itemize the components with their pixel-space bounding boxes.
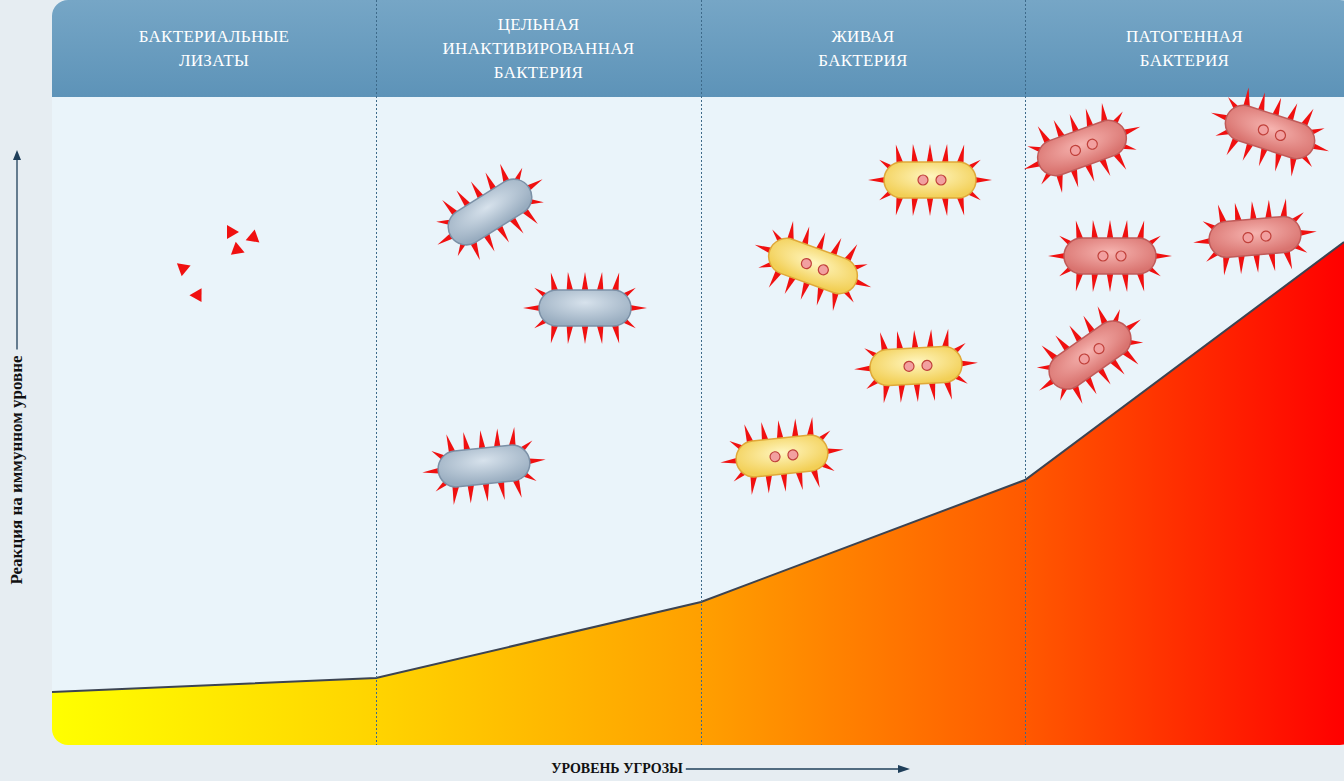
bacterium — [1190, 196, 1320, 279]
column-heading: ЦЕЛЬНАЯ ИНАКТИВИРОВАННАЯ БАКТЕРИЯ — [439, 13, 639, 85]
lysate-fragment — [246, 229, 264, 247]
x-axis-label: УРОВЕНЬ УГРОЗЫ — [551, 761, 683, 777]
column-heading: ПАТОГЕННАЯ БАКТЕРИЯ — [1115, 25, 1255, 73]
lysate-fragment — [189, 288, 207, 305]
bacterium — [1200, 79, 1340, 186]
y-axis-label: Реакция на иммунном уровне — [7, 355, 27, 584]
bacterium — [1048, 220, 1172, 292]
bacterium — [523, 272, 647, 344]
bacterium — [742, 211, 883, 321]
column-heading: БАКТЕРИАЛЬНЫЕ ЛИЗАТЫ — [124, 25, 304, 73]
axis-arrows — [13, 150, 910, 773]
column-band: ЖИВАЯ БАКТЕРИЯ — [701, 0, 1025, 745]
bacterium — [852, 327, 980, 405]
lysate-fragment — [227, 225, 239, 239]
bacterium — [418, 149, 561, 276]
header-band — [52, 0, 1344, 97]
response-line — [52, 242, 1344, 692]
column-band: БАКТЕРИАЛЬНЫЕ ЛИЗАТЫ — [52, 0, 376, 745]
column-dividers — [377, 0, 1026, 745]
bacterium — [717, 414, 848, 499]
column-band: ЦЕЛЬНАЯ ИНАКТИВИРОВАННАЯ БАКТЕРИЯ — [376, 0, 701, 745]
response-area — [52, 242, 1344, 745]
bacteria — [177, 79, 1340, 509]
bacterium — [1019, 290, 1162, 420]
panel — [52, 0, 1344, 745]
bacterium — [1011, 93, 1152, 203]
lysate-fragment — [231, 242, 247, 259]
column-band: ПАТОГЕННАЯ БАКТЕРИЯ — [1025, 0, 1344, 745]
column-heading: ЖИВАЯ БАКТЕРИЯ — [803, 25, 923, 73]
bacterium — [419, 424, 550, 509]
lysate-fragment — [177, 259, 193, 276]
bacterium — [868, 144, 992, 216]
